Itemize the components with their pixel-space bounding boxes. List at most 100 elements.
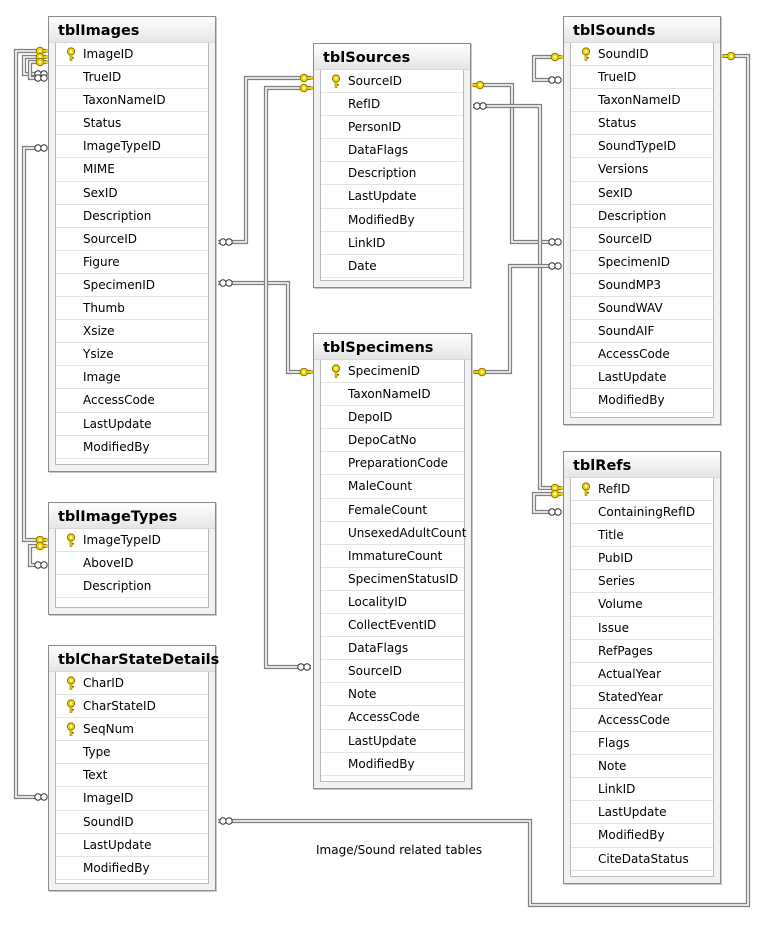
column-row[interactable]: SpecimenID [56, 274, 208, 298]
column-row[interactable]: TaxonNameID [56, 89, 208, 113]
column-row[interactable]: SourceID [321, 660, 464, 684]
column-row[interactable]: Description [571, 205, 713, 228]
column-row[interactable]: AccessCode [321, 706, 464, 730]
column-row[interactable]: UnsexedAdultCount [321, 522, 466, 545]
column-row[interactable]: SpecimenID [571, 251, 713, 274]
column-row[interactable]: Type [56, 741, 208, 765]
column-row[interactable]: AccessCode [571, 343, 713, 367]
column-row[interactable]: Description [56, 575, 208, 599]
column-row[interactable]: ImageID [56, 787, 208, 811]
column-row[interactable]: LinkID [571, 778, 713, 802]
column-row[interactable]: SoundTypeID [571, 135, 713, 159]
column-row[interactable]: LinkID [321, 232, 463, 255]
table-title[interactable]: tblSpecimens [314, 334, 471, 360]
column-row[interactable]: CharStateID [56, 695, 208, 719]
column-row[interactable]: SexID [571, 182, 713, 205]
column-row[interactable]: SourceID [56, 228, 208, 251]
column-row[interactable]: Status [56, 112, 208, 136]
column-row[interactable]: Figure [56, 251, 208, 274]
column-row[interactable]: Issue [571, 617, 713, 640]
column-row[interactable]: RefID [571, 478, 713, 502]
column-row[interactable]: SoundAIF [571, 320, 713, 344]
column-row[interactable]: TrueID [571, 66, 713, 90]
column-row[interactable]: TaxonNameID [321, 383, 464, 407]
table-title[interactable]: tblImages [49, 17, 215, 43]
column-row[interactable]: LastUpdate [56, 834, 208, 857]
column-row[interactable]: ContainingRefID [571, 501, 713, 525]
column-row[interactable]: SeqNum [56, 718, 208, 742]
column-row[interactable]: ActualYear [571, 663, 713, 686]
column-row[interactable]: StatedYear [571, 686, 713, 709]
column-row[interactable]: SoundWAV [571, 297, 713, 321]
column-row[interactable]: ModifiedBy [56, 857, 208, 880]
table-title[interactable]: tblImageTypes [49, 503, 215, 529]
column-row[interactable]: Description [321, 162, 463, 186]
column-row[interactable]: AccessCode [571, 709, 713, 733]
column-row[interactable]: ImmatureCount [321, 545, 464, 568]
column-row[interactable]: Image [56, 366, 208, 390]
column-row[interactable]: Thumb [56, 297, 208, 321]
column-row[interactable]: ModifiedBy [321, 753, 464, 776]
column-row[interactable]: PubID [571, 547, 713, 571]
column-row[interactable]: RefPages [571, 640, 713, 663]
column-row[interactable]: Series [571, 570, 713, 594]
column-row[interactable]: AboveID [56, 552, 208, 576]
column-row[interactable]: Status [571, 112, 713, 136]
column-row[interactable]: FemaleCount [321, 499, 464, 522]
column-row[interactable]: ImageID [56, 43, 208, 67]
column-row[interactable]: DepoCatNo [321, 429, 464, 453]
column-row[interactable]: Xsize [56, 320, 208, 344]
column-row[interactable]: Versions [571, 158, 713, 182]
column-row[interactable]: SourceID [571, 228, 713, 251]
column-row[interactable]: PersonID [321, 116, 463, 140]
column-row[interactable]: MIME [56, 158, 208, 182]
table-title[interactable]: tblSounds [564, 17, 720, 43]
column-row[interactable]: TaxonNameID [571, 89, 713, 113]
column-row[interactable]: Note [571, 755, 713, 779]
column-row[interactable]: AccessCode [56, 389, 208, 413]
column-row[interactable]: DataFlags [321, 139, 463, 163]
column-row[interactable]: SexID [56, 182, 208, 205]
column-row[interactable]: ImageTypeID [56, 135, 208, 159]
column-row[interactable]: Ysize [56, 343, 208, 367]
table-title[interactable]: tblRefs [564, 452, 720, 478]
column-row[interactable]: MaleCount [321, 475, 464, 499]
column-row[interactable]: Volume [571, 593, 713, 617]
column-row[interactable]: Text [56, 764, 208, 788]
table-title[interactable]: tblCharStateDetails [49, 646, 219, 672]
column-row[interactable]: LastUpdate [321, 185, 463, 209]
column-row[interactable]: SpecimenStatusID [321, 568, 464, 591]
column-row[interactable]: Description [56, 205, 208, 228]
column-row[interactable]: LastUpdate [321, 730, 464, 753]
column-row[interactable]: DataFlags [321, 637, 464, 661]
column-row[interactable]: RefID [321, 93, 463, 117]
column-row[interactable]: SoundID [56, 811, 208, 834]
column-row[interactable]: CollectEventID [321, 614, 464, 638]
column-row[interactable]: ModifiedBy [56, 436, 208, 459]
column-row[interactable]: ModifiedBy [571, 824, 713, 848]
column-row[interactable]: LastUpdate [571, 366, 713, 390]
column-row[interactable]: LastUpdate [56, 413, 208, 436]
column-row[interactable]: CiteDataStatus [571, 848, 713, 871]
table-title[interactable]: tblSources [314, 44, 470, 70]
column-row[interactable]: ModifiedBy [571, 389, 713, 413]
column-row[interactable]: CharID [56, 672, 208, 696]
column-row[interactable]: LastUpdate [571, 801, 713, 825]
column-row[interactable]: LocalityID [321, 591, 464, 615]
column-row[interactable]: ImageTypeID [56, 529, 208, 553]
column-row[interactable]: Flags [571, 732, 713, 756]
column-row[interactable]: PreparationCode [321, 452, 464, 476]
column-row[interactable]: SourceID [321, 70, 463, 94]
column-row[interactable]: TrueID [56, 66, 208, 90]
column-row[interactable]: SoundMP3 [571, 274, 713, 298]
column-row[interactable]: DepoID [321, 406, 464, 430]
column-row[interactable]: ModifiedBy [321, 209, 463, 232]
column-row[interactable]: Note [321, 683, 464, 707]
